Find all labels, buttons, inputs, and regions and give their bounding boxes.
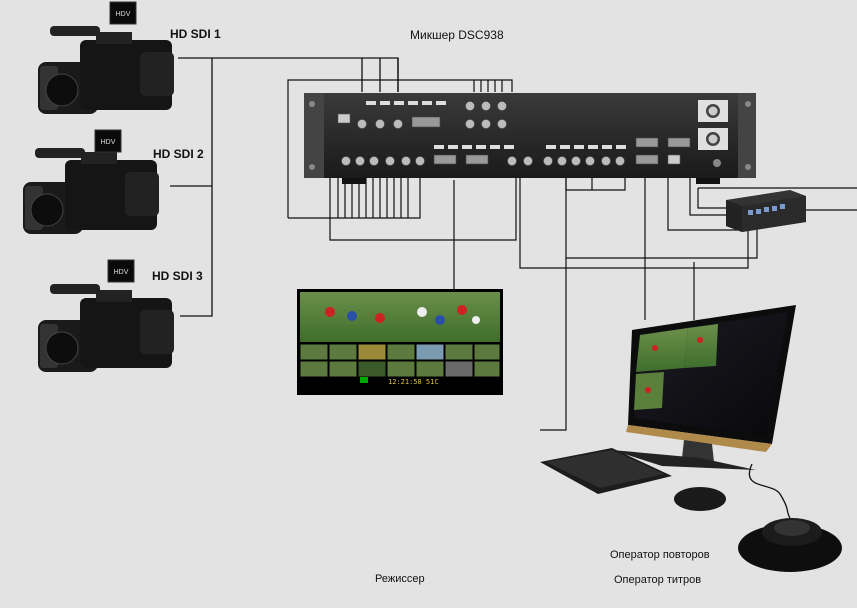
mouse-icon [674,487,726,511]
camcorder-icon: HDV [38,259,174,372]
svg-text:HDV: HDV [101,139,116,146]
multiview-tiles [299,343,501,378]
camera-3-label: HD SDI 3 [152,269,203,283]
titles-operator-label: Оператор титров [614,574,702,586]
svg-text:HDV: HDV [114,269,129,276]
camera-3: HDV [38,259,174,372]
camcorder-icon: HDV [23,129,159,234]
svg-text:HDV: HDV [116,11,131,18]
director-label: Режиссер [375,573,425,585]
director-monitor [297,289,503,395]
camera-1: HDV [38,1,174,114]
mixer-dsc938 [304,93,756,184]
xlr-ports [698,100,728,150]
camera-cables [170,57,399,317]
replay-operator-label: Оператор повторов [610,549,710,561]
camera-1-label: HD SDI 1 [170,27,221,41]
jog-controller-icon [738,518,842,572]
camera-2-label: HD SDI 2 [153,147,204,161]
mixer-wiring [287,79,857,431]
bnc-row-bottom [341,156,625,166]
network-switch [726,190,806,232]
monitor-clock: 12:21:58 51C [388,378,439,386]
mixer-title: Микшер DSC938 [410,28,504,42]
operator-pc [540,305,842,572]
keyboard-icon [540,448,672,494]
camcorder-icon: HDV [38,1,174,114]
bnc-row-top [337,101,507,129]
camera-2: HDV [23,129,159,234]
